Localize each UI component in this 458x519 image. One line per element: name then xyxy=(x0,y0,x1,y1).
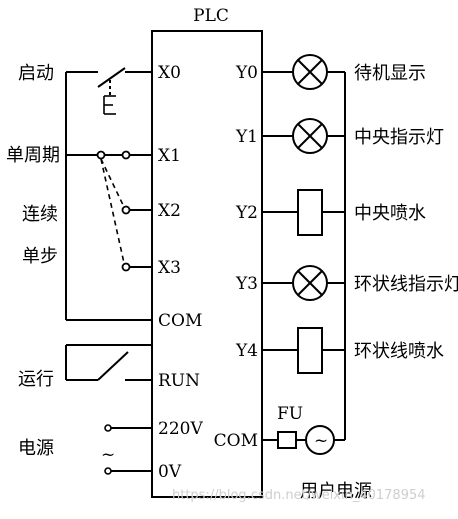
y1-lamp-icon xyxy=(292,118,328,154)
y3-lamp-icon xyxy=(292,265,328,301)
x3-contact xyxy=(121,262,131,272)
output-label-center-spray: 中央喷水 xyxy=(354,203,426,224)
y0-lamp-icon xyxy=(292,54,328,90)
terminal-0v: 0V xyxy=(158,462,182,482)
y2-coil-icon xyxy=(297,189,323,236)
power-ac-symbol: ~ xyxy=(101,445,115,465)
input-label-single-step: 单步 xyxy=(22,246,58,267)
selector-dash-x3 xyxy=(100,158,125,264)
user-power-label: 用户电源 xyxy=(300,481,372,502)
terminal-220v: 220V xyxy=(158,419,203,439)
output-label-ring-spray: 环状线喷水 xyxy=(354,341,444,362)
selector-pivot xyxy=(96,150,106,160)
input-label-continuous: 连续 xyxy=(22,204,58,225)
selector-dash-x2 xyxy=(100,158,125,208)
watermark: https://blog.csdn.net/weixin_40178954 xyxy=(172,488,426,503)
fuse-label: FU xyxy=(277,404,303,424)
x0-contact xyxy=(97,67,126,88)
terminal-y2: Y2 xyxy=(235,203,258,223)
input-label-single-cycle: 单周期 xyxy=(6,145,60,166)
x0-pushbutton-actuator xyxy=(103,80,116,115)
output-label-center-lamp: 中央指示灯 xyxy=(354,127,444,148)
terminal-com-output: COM xyxy=(214,431,258,451)
y4-coil-icon xyxy=(297,327,323,374)
plc-title: PLC xyxy=(193,6,229,26)
terminal-y3: Y3 xyxy=(235,274,258,294)
run-switch-blade xyxy=(97,351,129,381)
input-label-start: 启动 xyxy=(18,63,54,84)
terminal-x2: X2 xyxy=(158,201,181,221)
terminal-y1: Y1 xyxy=(235,127,258,147)
x1-contact xyxy=(121,150,131,160)
terminal-x0: X0 xyxy=(158,63,181,83)
terminal-x1: X1 xyxy=(158,146,181,166)
plc-box xyxy=(151,30,263,498)
fuse-icon xyxy=(277,431,297,449)
terminal-com-input: COM xyxy=(158,311,202,331)
terminal-y4: Y4 xyxy=(235,341,258,361)
terminal-y0: Y0 xyxy=(235,63,258,83)
power-terminal-0v xyxy=(104,467,112,475)
run-label: 运行 xyxy=(18,369,54,390)
power-label: 电源 xyxy=(18,438,54,459)
ac-source-symbol: ~ xyxy=(314,431,328,451)
output-label-ring-lamp: 环状线指示灯 xyxy=(354,274,458,295)
output-label-standby: 待机显示 xyxy=(354,63,426,84)
x2-contact xyxy=(121,205,131,215)
power-terminal-220v xyxy=(104,424,112,432)
terminal-x3: X3 xyxy=(158,258,181,278)
terminal-run: RUN xyxy=(158,371,200,391)
